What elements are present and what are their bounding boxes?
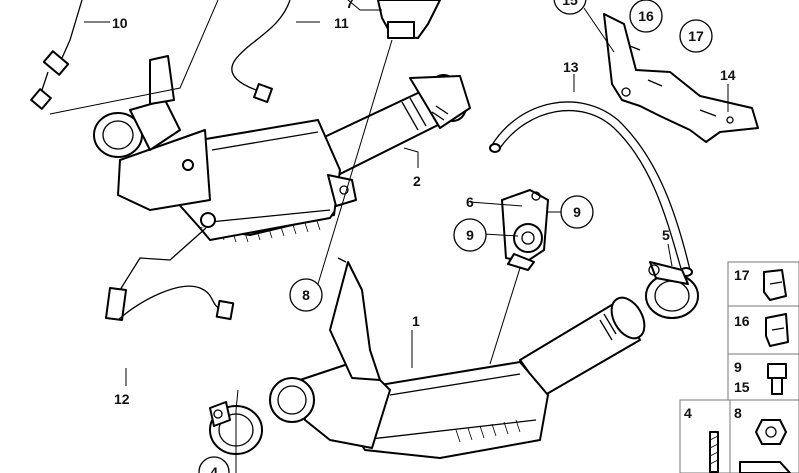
legend-item-17[interactable]: 17 xyxy=(734,267,787,301)
circled-callout-9-right: 9 xyxy=(560,195,594,229)
oxygen-sensor-11[interactable] xyxy=(149,0,291,105)
svg-text:16: 16 xyxy=(638,8,654,24)
svg-text:4: 4 xyxy=(210,464,218,473)
circled-callout-8: 8 xyxy=(289,278,323,312)
svg-text:9: 9 xyxy=(466,227,474,243)
callout-1: 1 xyxy=(412,313,420,329)
callout-6: 6 xyxy=(466,194,474,210)
clamp-5[interactable] xyxy=(645,261,699,319)
oxygen-sensor-10[interactable] xyxy=(30,0,83,110)
circled-callout-15: 15 xyxy=(553,0,587,15)
callout-5: 5 xyxy=(662,227,670,243)
callout-13: 13 xyxy=(563,59,579,75)
leader-lines xyxy=(49,0,729,473)
svg-text:9: 9 xyxy=(573,204,581,220)
callout-10: 10 xyxy=(112,15,128,31)
svg-text:4: 4 xyxy=(684,405,692,421)
legend-panel xyxy=(679,261,799,473)
svg-text:15: 15 xyxy=(562,0,578,8)
svg-text:9: 9 xyxy=(734,359,742,375)
callout-11: 11 xyxy=(334,15,349,31)
callout-2: 2 xyxy=(413,173,421,189)
legend-item-16[interactable]: 16 xyxy=(734,313,789,347)
legend-item-9[interactable]: 9 15 xyxy=(734,359,787,395)
upper-catalytic-converter[interactable] xyxy=(93,69,474,243)
hose-13[interactable] xyxy=(489,101,693,277)
callout-7: 7 xyxy=(346,0,354,11)
oxygen-sensor-12[interactable] xyxy=(105,227,235,321)
svg-text:15: 15 xyxy=(734,379,750,395)
legend-item-4[interactable]: 4 xyxy=(684,405,719,473)
circled-callout-4: 4 xyxy=(198,456,230,473)
circled-callout-9-left: 9 xyxy=(453,218,487,252)
bracket-7[interactable] xyxy=(377,0,441,39)
callout-12: 12 xyxy=(114,391,130,407)
svg-text:17: 17 xyxy=(688,28,704,44)
callout-14: 14 xyxy=(720,67,736,83)
svg-text:8: 8 xyxy=(302,287,310,303)
svg-text:17: 17 xyxy=(734,267,750,283)
bracket-14[interactable] xyxy=(603,13,759,143)
bracket-6[interactable] xyxy=(501,189,549,271)
svg-text:8: 8 xyxy=(734,405,742,421)
circled-callout-17: 17 xyxy=(679,19,713,53)
legend-item-8[interactable]: 8 xyxy=(734,405,791,473)
circled-callout-16: 16 xyxy=(629,0,663,33)
svg-text:16: 16 xyxy=(734,313,750,329)
lower-catalytic-converter[interactable] xyxy=(269,257,651,459)
